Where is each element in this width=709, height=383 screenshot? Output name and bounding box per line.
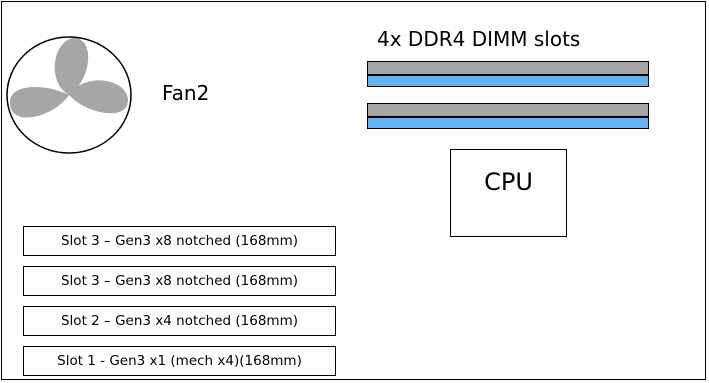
dimm-slots-title: 4x DDR4 DIMM slots bbox=[377, 27, 581, 51]
fan-label: Fan2 bbox=[162, 81, 210, 105]
dimm-slot-3 bbox=[367, 103, 649, 117]
pcie-slot: Slot 2 – Gen3 x4 notched (168mm) bbox=[23, 306, 336, 336]
dimm-slot-4 bbox=[367, 117, 649, 129]
cpu-socket: CPU bbox=[450, 149, 567, 237]
dimm-slot-1 bbox=[367, 61, 649, 75]
pcie-slot: Slot 3 – Gen3 x8 notched (168mm) bbox=[23, 226, 336, 256]
dimm-slot-2 bbox=[367, 75, 649, 87]
cpu-label: CPU bbox=[484, 168, 533, 196]
pcie-slot: Slot 3 – Gen3 x8 notched (168mm) bbox=[23, 266, 336, 296]
pcie-slot: Slot 1 - Gen3 x1 (mech x4)(168mm) bbox=[23, 346, 336, 376]
